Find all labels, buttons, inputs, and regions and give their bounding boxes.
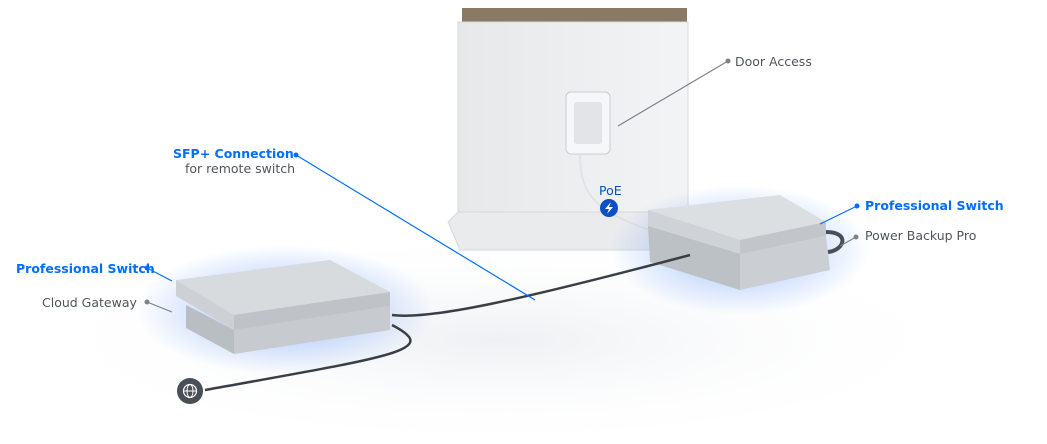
door-access-reader: [565, 91, 611, 155]
sfp-connection-subtitle: for remote switch: [185, 161, 296, 176]
cloud-gateway: [186, 305, 390, 354]
left-professional-switch: [176, 260, 390, 330]
wan-cable: [204, 323, 412, 392]
poe-label: PoE: [599, 183, 622, 198]
power-backup-pro-label: Power Backup Pro: [865, 228, 977, 243]
leader-dots: [144, 58, 860, 305]
professional-switch-left-label: Professional Switch: [16, 261, 155, 276]
power-backup-pro: [648, 226, 830, 290]
door-access-label: Door Access: [735, 54, 812, 69]
lightning-bolt-icon: [600, 199, 618, 217]
professional-switch-right-label: Professional Switch: [865, 198, 1004, 213]
right-professional-switch: [648, 195, 826, 254]
sfp-connection-label: SFP+ Connection: [173, 146, 294, 161]
cloud-gateway-label: Cloud Gateway: [42, 295, 137, 310]
sfp-cable: [391, 253, 691, 317]
leader-lines: [146, 60, 858, 313]
globe-icon: [177, 378, 203, 404]
